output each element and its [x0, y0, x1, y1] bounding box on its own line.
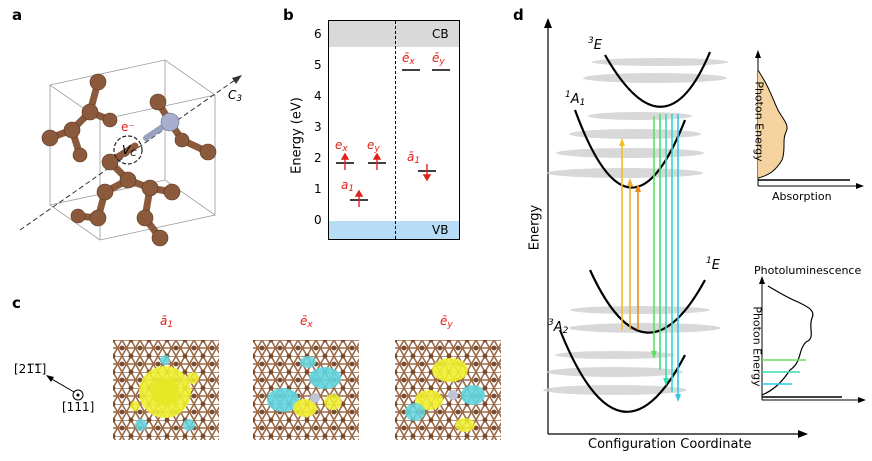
- ytick-0: 0: [314, 213, 322, 227]
- state-1A1: 1A1: [565, 90, 586, 108]
- ytick-1: 1: [314, 182, 322, 196]
- defect-levels: [336, 69, 450, 207]
- level-ex: ex: [335, 138, 348, 154]
- panel-d-letter: d: [513, 6, 524, 24]
- state-1E: 1E: [706, 256, 720, 273]
- inset-bottom-title: Photoluminescence: [754, 264, 862, 277]
- energy-axis-label: Energy (eV): [289, 97, 305, 174]
- direction-111-label: [111]: [62, 400, 95, 414]
- c3-axis-label: C3: [228, 88, 243, 104]
- level-ey-bar: ēy: [432, 51, 445, 67]
- orbital-map-a1: [113, 340, 219, 440]
- band-divider: [395, 21, 396, 239]
- panel-a-letter: a: [12, 6, 23, 24]
- level-ey: ey: [367, 138, 380, 154]
- electron-label: e⁻: [121, 120, 135, 134]
- direction-211-label: [21̅1̅]: [14, 362, 47, 376]
- valence-band: [329, 221, 459, 239]
- level-a1-bar: ā1: [407, 150, 421, 166]
- ytick-4: 4: [314, 89, 322, 103]
- orbital-map-ey: [395, 340, 501, 440]
- ytick-5: 5: [314, 58, 322, 72]
- panel-c-letter: c: [12, 294, 21, 312]
- inset-top-x-label: Absorption: [772, 190, 832, 203]
- orbital-title-ey: ēy: [440, 314, 453, 330]
- orbital-map-ex: [253, 340, 359, 440]
- inset-top-y-label: Photon Energy: [752, 81, 766, 162]
- vacancy-label: VC: [122, 143, 137, 159]
- d-y-axis-label: Energy: [527, 204, 543, 251]
- direction-indicator: [46, 375, 84, 401]
- configuration-diagram: [543, 18, 866, 438]
- vb-label: VB: [432, 223, 449, 237]
- band-diagram: CB VB: [328, 20, 460, 240]
- ytick-3: 3: [314, 120, 322, 134]
- ytick-6: 6: [314, 27, 322, 41]
- orbital-title-ex: ēx: [300, 314, 313, 330]
- panel-b-letter: b: [283, 6, 294, 24]
- level-ex-bar: ēx: [402, 51, 415, 67]
- state-3A2: 3A2: [548, 318, 569, 336]
- ytick-2: 2: [314, 151, 322, 165]
- crystal-structure: [19, 59, 242, 247]
- d-x-axis-label: Configuration Coordinate: [588, 437, 752, 452]
- cb-label: CB: [432, 27, 449, 41]
- orbital-title-a1: ā1: [160, 314, 174, 330]
- level-a1: a1: [341, 178, 355, 194]
- conduction-band: [329, 21, 459, 47]
- inset-bottom-y-label: Photon Energy: [750, 306, 764, 387]
- state-3E: 3E: [588, 36, 602, 53]
